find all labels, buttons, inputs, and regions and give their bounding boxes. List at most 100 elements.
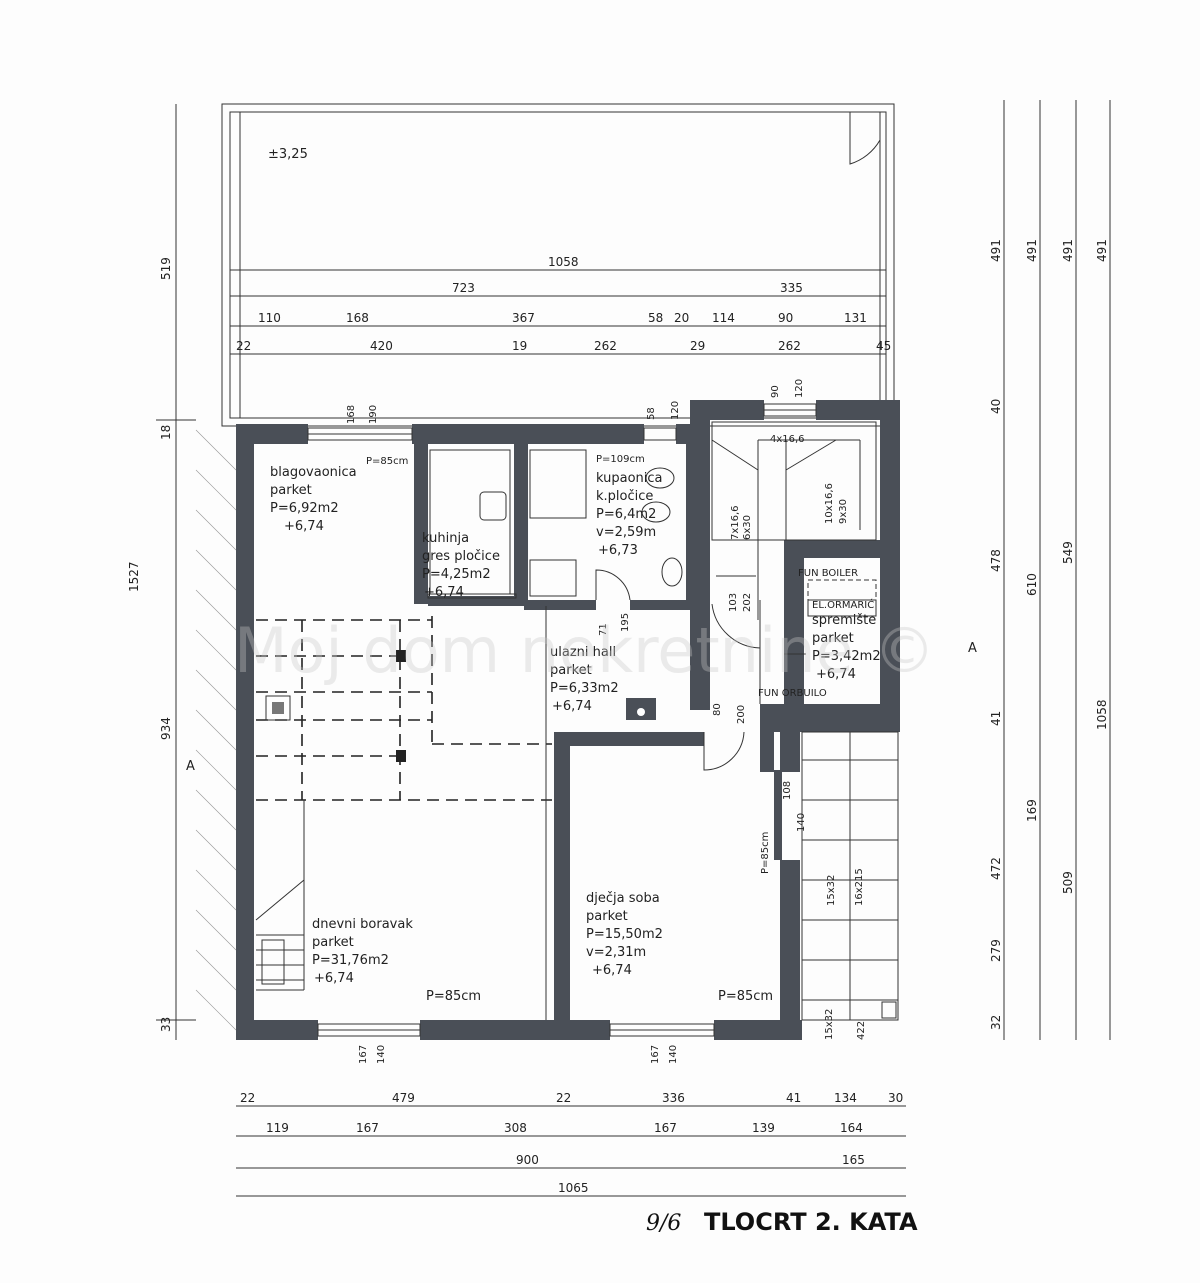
dim-label: 114 [712, 311, 735, 325]
parapet-label: P=85cm [760, 832, 771, 874]
opening-label: 120 [794, 379, 805, 398]
dim-label: 22 [556, 1091, 571, 1105]
dim-label: 519 [159, 257, 173, 280]
cabinet-label: EL.ORMARIĆ [812, 598, 874, 611]
room-name: spremište [812, 613, 876, 628]
room-level: +6,74 [552, 699, 592, 714]
parapet-label: P=85cm [366, 456, 408, 467]
room-area: P=4,25m2 [422, 567, 491, 582]
dim-label: 279 [989, 939, 1003, 962]
room-name: blagovaonica [270, 465, 357, 480]
left-hatching [195, 429, 237, 1031]
room-name: ulazni hall [550, 645, 616, 660]
left-dimensions: 519 18 1527 934 33 A [127, 104, 196, 1040]
room-floor: parket [586, 909, 628, 924]
dim-label: 168 [346, 311, 369, 325]
room-ulazni-hall: ulazni hall parket P=6,33m2 +6,74 [550, 645, 619, 714]
room-height: v=2,59m [596, 525, 656, 540]
child-room-door-swing [703, 731, 745, 771]
room-floor: parket [550, 663, 592, 678]
room-level: +6,73 [598, 543, 638, 558]
room-level: +6,74 [424, 585, 464, 600]
walls [236, 400, 900, 1040]
room-floor: k.pločice [596, 489, 653, 504]
bathroom-fixtures [529, 449, 683, 601]
dim-label: 262 [778, 339, 801, 353]
opening-label: 15x32 [826, 875, 837, 906]
dim-label: 336 [662, 1091, 685, 1105]
dim-label: 29 [690, 339, 705, 353]
opening-label: 71 [598, 623, 609, 636]
dim-label: 134 [834, 1091, 857, 1105]
room-level: +6,74 [592, 963, 632, 978]
opening-label: 140 [376, 1045, 387, 1064]
dim-label: 119 [266, 1121, 289, 1135]
opening-label: 422 [856, 1021, 867, 1040]
dim-label: 110 [258, 311, 281, 325]
room-area: P=6,33m2 [550, 681, 619, 696]
room-name: dnevni boravak [312, 917, 413, 932]
room-floor: parket [270, 483, 312, 498]
dim-label: 491 [989, 239, 1003, 262]
stair-label: 6x30 [742, 515, 753, 540]
dim-label: 22 [236, 339, 251, 353]
room-floor: parket [312, 935, 354, 950]
opening-label: 108 [782, 781, 793, 800]
room-floor: parket [812, 631, 854, 646]
kitchen-fixtures [427, 449, 517, 599]
dim-label: 549 [1061, 541, 1075, 564]
dim-label: 167 [654, 1121, 677, 1135]
drawing-title: TLOCRT 2. KATA [704, 1208, 918, 1236]
dim-label: 610 [1025, 573, 1039, 596]
dim-label: 420 [370, 339, 393, 353]
dim-label: 165 [842, 1153, 865, 1167]
dim-label: 18 [159, 425, 173, 440]
watermark: Moj dom nekretnine © [234, 614, 935, 687]
dim-label: 131 [844, 311, 867, 325]
room-area: P=6,4m2 [596, 507, 656, 522]
opening-label: 168 [346, 405, 357, 424]
exterior-staircase [801, 731, 899, 1021]
dim-label: 262 [594, 339, 617, 353]
opening-label: 58 [646, 407, 657, 420]
stair-label: 10x16,6 [824, 483, 835, 524]
opening-label: 15x32 [824, 1009, 835, 1040]
room-area: P=6,92m2 [270, 501, 339, 516]
dim-label: 900 [516, 1153, 539, 1167]
dim-label: 509 [1061, 871, 1075, 894]
stair-label: 9x30 [838, 499, 849, 524]
dim-label: 491 [1025, 239, 1039, 262]
opening-label: 103 [728, 593, 739, 612]
room-level: +6,74 [314, 971, 354, 986]
dim-label: 30 [888, 1091, 903, 1105]
right-dimensions: 491 40 478 41 472 279 32 491 610 169 491… [968, 100, 1111, 1040]
opening-label: 140 [668, 1045, 679, 1064]
opening-label: 167 [650, 1045, 661, 1064]
opening-label: 190 [368, 405, 379, 424]
dim-label: 1058 [548, 255, 579, 269]
opening-label: 200 [736, 705, 747, 724]
dim-label: 367 [512, 311, 535, 325]
room-name: dječja soba [586, 891, 660, 906]
opening-label: 120 [670, 401, 681, 420]
room-level: +6,74 [816, 667, 856, 682]
opening-label: 195 [620, 613, 631, 632]
room-level: +6,74 [284, 519, 324, 534]
dim-label: 90 [778, 311, 793, 325]
dim-label: 1065 [558, 1181, 589, 1195]
upper-staircase [711, 421, 877, 704]
storage-cabinet [807, 579, 877, 617]
dim-label: 32 [989, 1015, 1003, 1030]
dim-label: 22 [240, 1091, 255, 1105]
room-blagovaonica: blagovaonica parket P=6,92m2 +6,74 [270, 465, 357, 534]
room-height: v=2,31m [586, 945, 646, 960]
living-room-stairs [255, 800, 305, 991]
windows [307, 403, 817, 1037]
room-spremiste: FUN BOILER EL.ORMARIĆ spremište parket P… [758, 568, 881, 699]
parapet-bath: P=109cm [596, 454, 645, 465]
dim-label: 491 [1095, 239, 1109, 262]
dim-label: 169 [1025, 799, 1039, 822]
room-dnevni-boravak: dnevni boravak parket P=31,76m2 +6,74 [312, 917, 413, 986]
subtitle-label: FUN ORBUILO [758, 688, 827, 699]
